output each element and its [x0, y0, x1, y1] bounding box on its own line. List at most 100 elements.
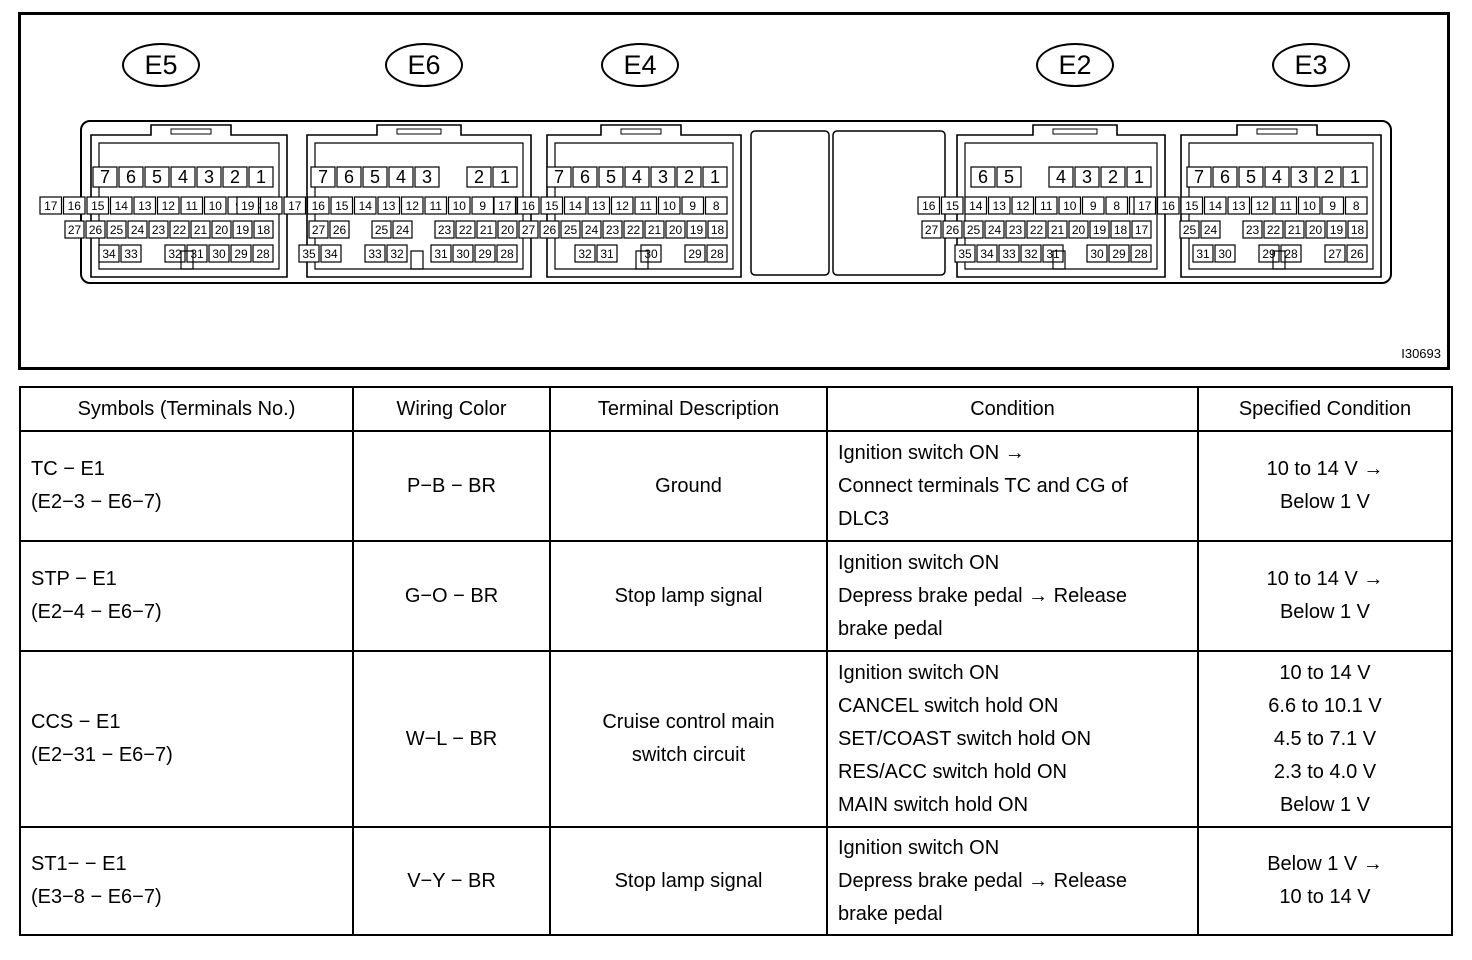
connector-body: [546, 124, 742, 278]
spec-cell: Below 1 V →10 to 14 V: [1197, 826, 1453, 936]
terminal-cell: [623, 220, 644, 239]
terminal-number: 29: [478, 247, 492, 261]
terminal-cell: [1074, 166, 1100, 188]
terminal-number: 22: [173, 223, 187, 237]
terminal-number: 20: [501, 223, 515, 237]
terminal-cell: [298, 244, 320, 263]
description-line: Stop lamp signal: [614, 584, 763, 607]
terminal-cell: [1100, 166, 1126, 188]
terminal-number: 29: [1262, 247, 1276, 261]
terminal-cell: [98, 244, 120, 263]
terminal-number: 25: [1183, 223, 1197, 237]
terminal-cell: [1068, 220, 1089, 239]
figure-code: I30693: [1401, 346, 1441, 361]
terminal-number: 7: [554, 167, 564, 187]
terminal-cell: [581, 220, 602, 239]
terminal-number: 24: [396, 223, 410, 237]
terminal-cell: [665, 220, 686, 239]
condition-line: DLC3: [838, 507, 890, 530]
terminal-number: 28: [256, 247, 270, 261]
terminal-cell: [329, 220, 350, 239]
terminal-cell: [1214, 244, 1236, 263]
terminal-number: 26: [1350, 247, 1364, 261]
description-cell: Stop lamp signal: [549, 540, 828, 652]
connector-key: [1256, 128, 1298, 135]
terminal-cell: [1058, 196, 1082, 215]
terminal-cell: [203, 196, 227, 215]
terminal-number: 13: [592, 199, 606, 213]
terminal-number: 23: [1009, 223, 1023, 237]
terminal-cell: [1110, 220, 1131, 239]
terminal-number: 20: [1309, 223, 1323, 237]
terminal-cell: [493, 196, 517, 215]
terminal-number: 29: [1112, 247, 1126, 261]
terminal-number: 16: [922, 199, 936, 213]
condition-line: MAIN switch hold ON: [838, 793, 1029, 816]
terminal-number: 32: [168, 247, 182, 261]
terminal-cell: [963, 220, 984, 239]
terminal-cell: [1346, 244, 1368, 263]
condition-cell: Ignition switch ON →Connect terminals TC…: [826, 430, 1199, 542]
terminal-cell: [650, 166, 676, 188]
terminal-cell: [686, 220, 707, 239]
table-row: TC − E1(E2−3 − E6−7) P−B − BR Ground Ign…: [19, 430, 1453, 542]
terminal-number: 14: [1209, 199, 1223, 213]
terminal-cell: [259, 196, 283, 215]
terminal-cell: [1081, 196, 1105, 215]
terminal-number: 18: [265, 199, 279, 213]
terminal-number: 20: [215, 223, 229, 237]
terminal-number: 16: [1162, 199, 1176, 213]
terminal-number: 12: [1016, 199, 1030, 213]
condition-line: brake pedal: [838, 617, 943, 640]
terminal-cell: [624, 166, 650, 188]
terminal-number: 15: [335, 199, 349, 213]
terminal-number: 12: [1256, 199, 1270, 213]
table-row: CCS − E1(E2−31 − E6−7) W−L − BR Cruise c…: [19, 650, 1453, 828]
terminal-number: 7: [100, 167, 110, 187]
terminal-number: 5: [1246, 167, 1256, 187]
terminal-cell: [1344, 196, 1368, 215]
terminal-cell: [644, 220, 665, 239]
terminal-cell: [1192, 244, 1214, 263]
terminal-number: 6: [344, 167, 354, 187]
description-line: Ground: [655, 474, 722, 497]
terminal-cell: [424, 196, 448, 215]
symbol-line: (E2−31 − E6−7): [31, 744, 173, 766]
terminal-number: 23: [1246, 223, 1260, 237]
terminal-cell: [364, 244, 386, 263]
latch-slot: [410, 250, 424, 270]
spec-line: Below 1 V →: [1267, 853, 1383, 875]
terminal-number: 15: [91, 199, 105, 213]
terminal-number: 27: [312, 223, 326, 237]
terminal-cell: [598, 166, 624, 188]
terminal-cell: [109, 196, 133, 215]
terminal-number: 19: [690, 223, 704, 237]
terminal-cell: [1186, 166, 1212, 188]
terminal-cell: [306, 196, 330, 215]
terminal-number: 9: [1090, 199, 1097, 213]
terminal-cell: [964, 196, 988, 215]
condition-line: Ignition switch ON: [838, 551, 1000, 574]
terminal-number: 15: [1185, 199, 1199, 213]
table-row: STP − E1(E2−4 − E6−7) G−O − BR Stop lamp…: [19, 540, 1453, 652]
terminal-cell: [1212, 166, 1238, 188]
terminal-cell: [283, 196, 307, 215]
terminal-number: 27: [925, 223, 939, 237]
terminal-cell: [1297, 196, 1321, 215]
connector-key: [396, 128, 442, 135]
terminal-cell: [1280, 244, 1302, 263]
terminal-cell: [704, 196, 728, 215]
terminal-cell: [85, 220, 106, 239]
terminal-number: 9: [689, 199, 696, 213]
terminal-cell: [1264, 166, 1290, 188]
spec-line: Below 1 V: [1279, 601, 1371, 623]
terminal-number: 18: [711, 223, 725, 237]
condition-line: SET/COAST switch hold ON: [838, 727, 1092, 750]
latch-slot: [180, 250, 194, 270]
spec-line: 10 to 14 V →: [1266, 568, 1384, 590]
condition-line: Ignition switch ON: [838, 661, 1000, 684]
terminal-cell: [64, 220, 85, 239]
table-row: ST1− − E1(E3−8 − E6−7) V−Y − BR Stop lam…: [19, 826, 1453, 936]
terminal-cell: [676, 166, 702, 188]
condition-line: brake pedal: [838, 902, 943, 925]
